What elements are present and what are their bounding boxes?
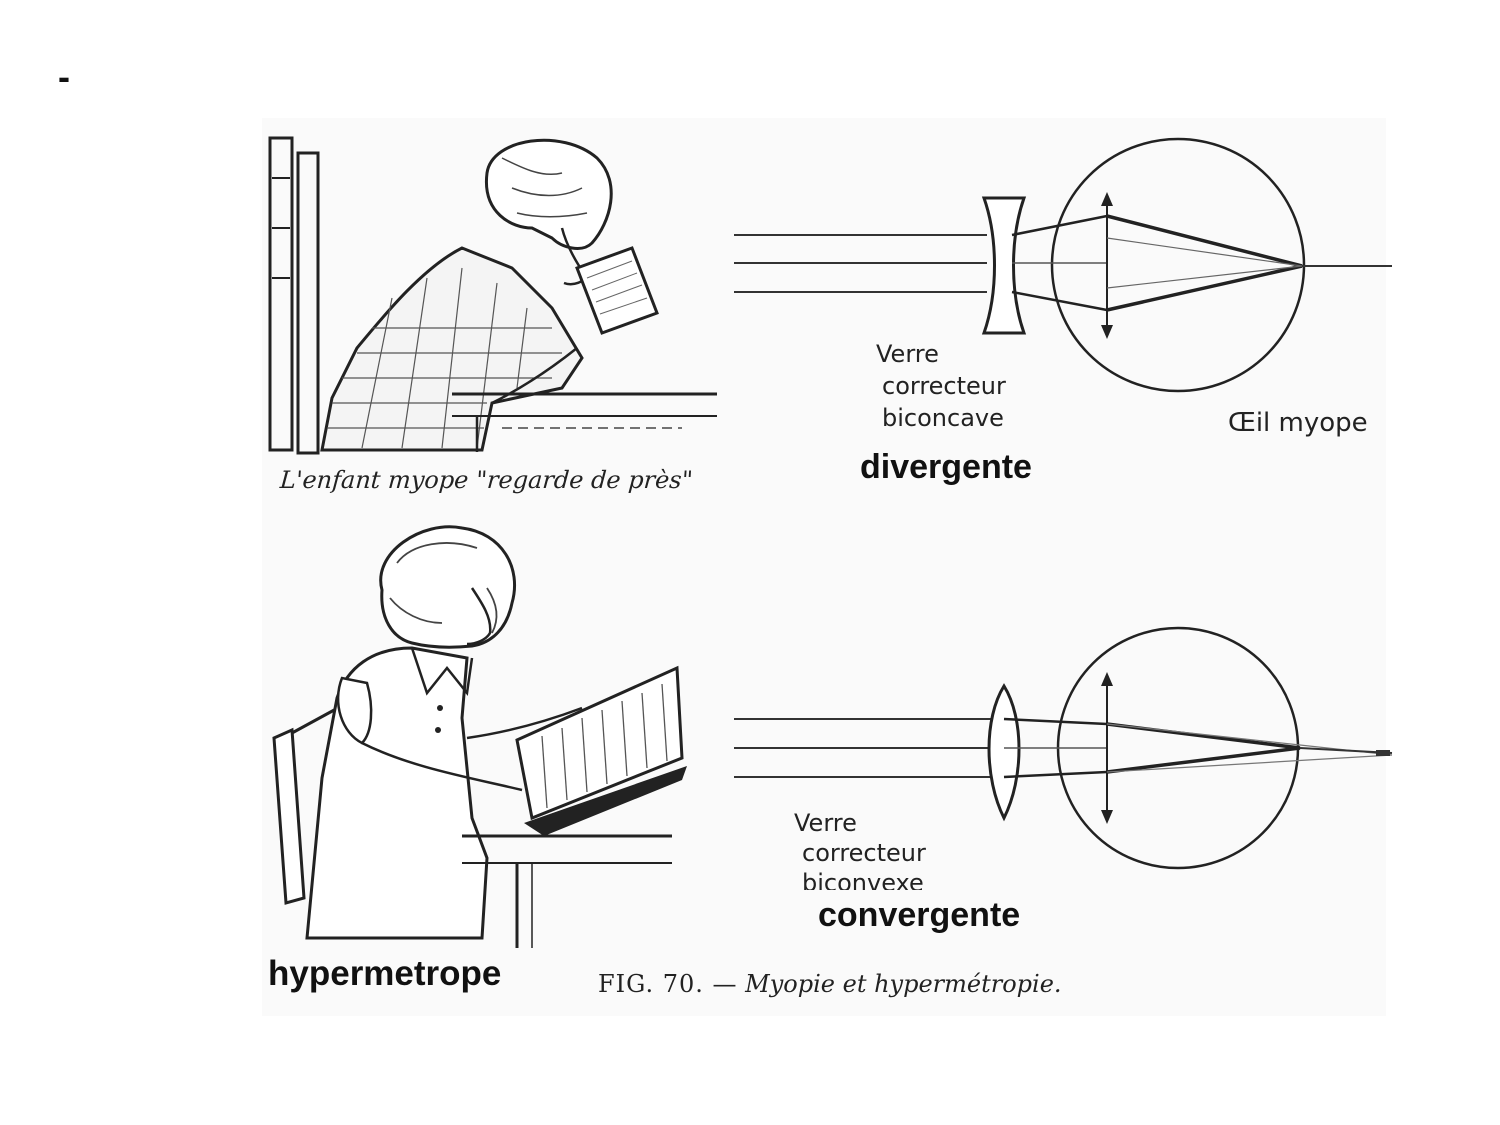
concave-lens-label-line2: correcteur [882,372,1006,400]
figure-caption: FIG. 70. — Myopie et hypermétropie. [598,970,1062,998]
hyperopic-girl-illustration [272,525,687,948]
myopia-hyperopia-figure: L'enfant myope "regarde de près" Verre c… [262,118,1393,1016]
myopic-eye-label: Œil myope [1228,408,1368,438]
biconvex-lens [987,683,1021,822]
convergent-lens-type-label: convergente [818,896,1021,934]
slide-bullet-mark: - [58,56,70,97]
hyperopic-eye-optics-diagram [734,626,1393,870]
biconcave-lens [981,196,1027,335]
convex-lens-label-line1: Verre [794,809,857,837]
concave-lens-label: Verre correcteur biconcave [876,338,1006,434]
figure-caption-title: Myopie et hypermétropie. [745,970,1062,998]
divergent-lens-type-label: divergente [860,448,1032,486]
concave-lens-label-line1: Verre [876,340,939,368]
myopic-child-illustration [268,136,717,455]
myopic-eye-optics-diagram [734,137,1392,393]
convex-lens-label-line2: correcteur [802,839,926,867]
myopic-child-caption: L'enfant myope "regarde de près" [279,466,694,494]
concave-lens-label-line3: biconcave [882,404,1004,432]
myopic-eyeball [1050,137,1306,393]
convex-lens-label: Verre correcteur biconvexe [794,808,926,890]
figure-caption-prefix: FIG. 70. — [598,970,738,998]
convex-lens-label-line3: biconvexe [802,869,924,890]
hyperopia-label: hypermetrope [268,954,502,993]
